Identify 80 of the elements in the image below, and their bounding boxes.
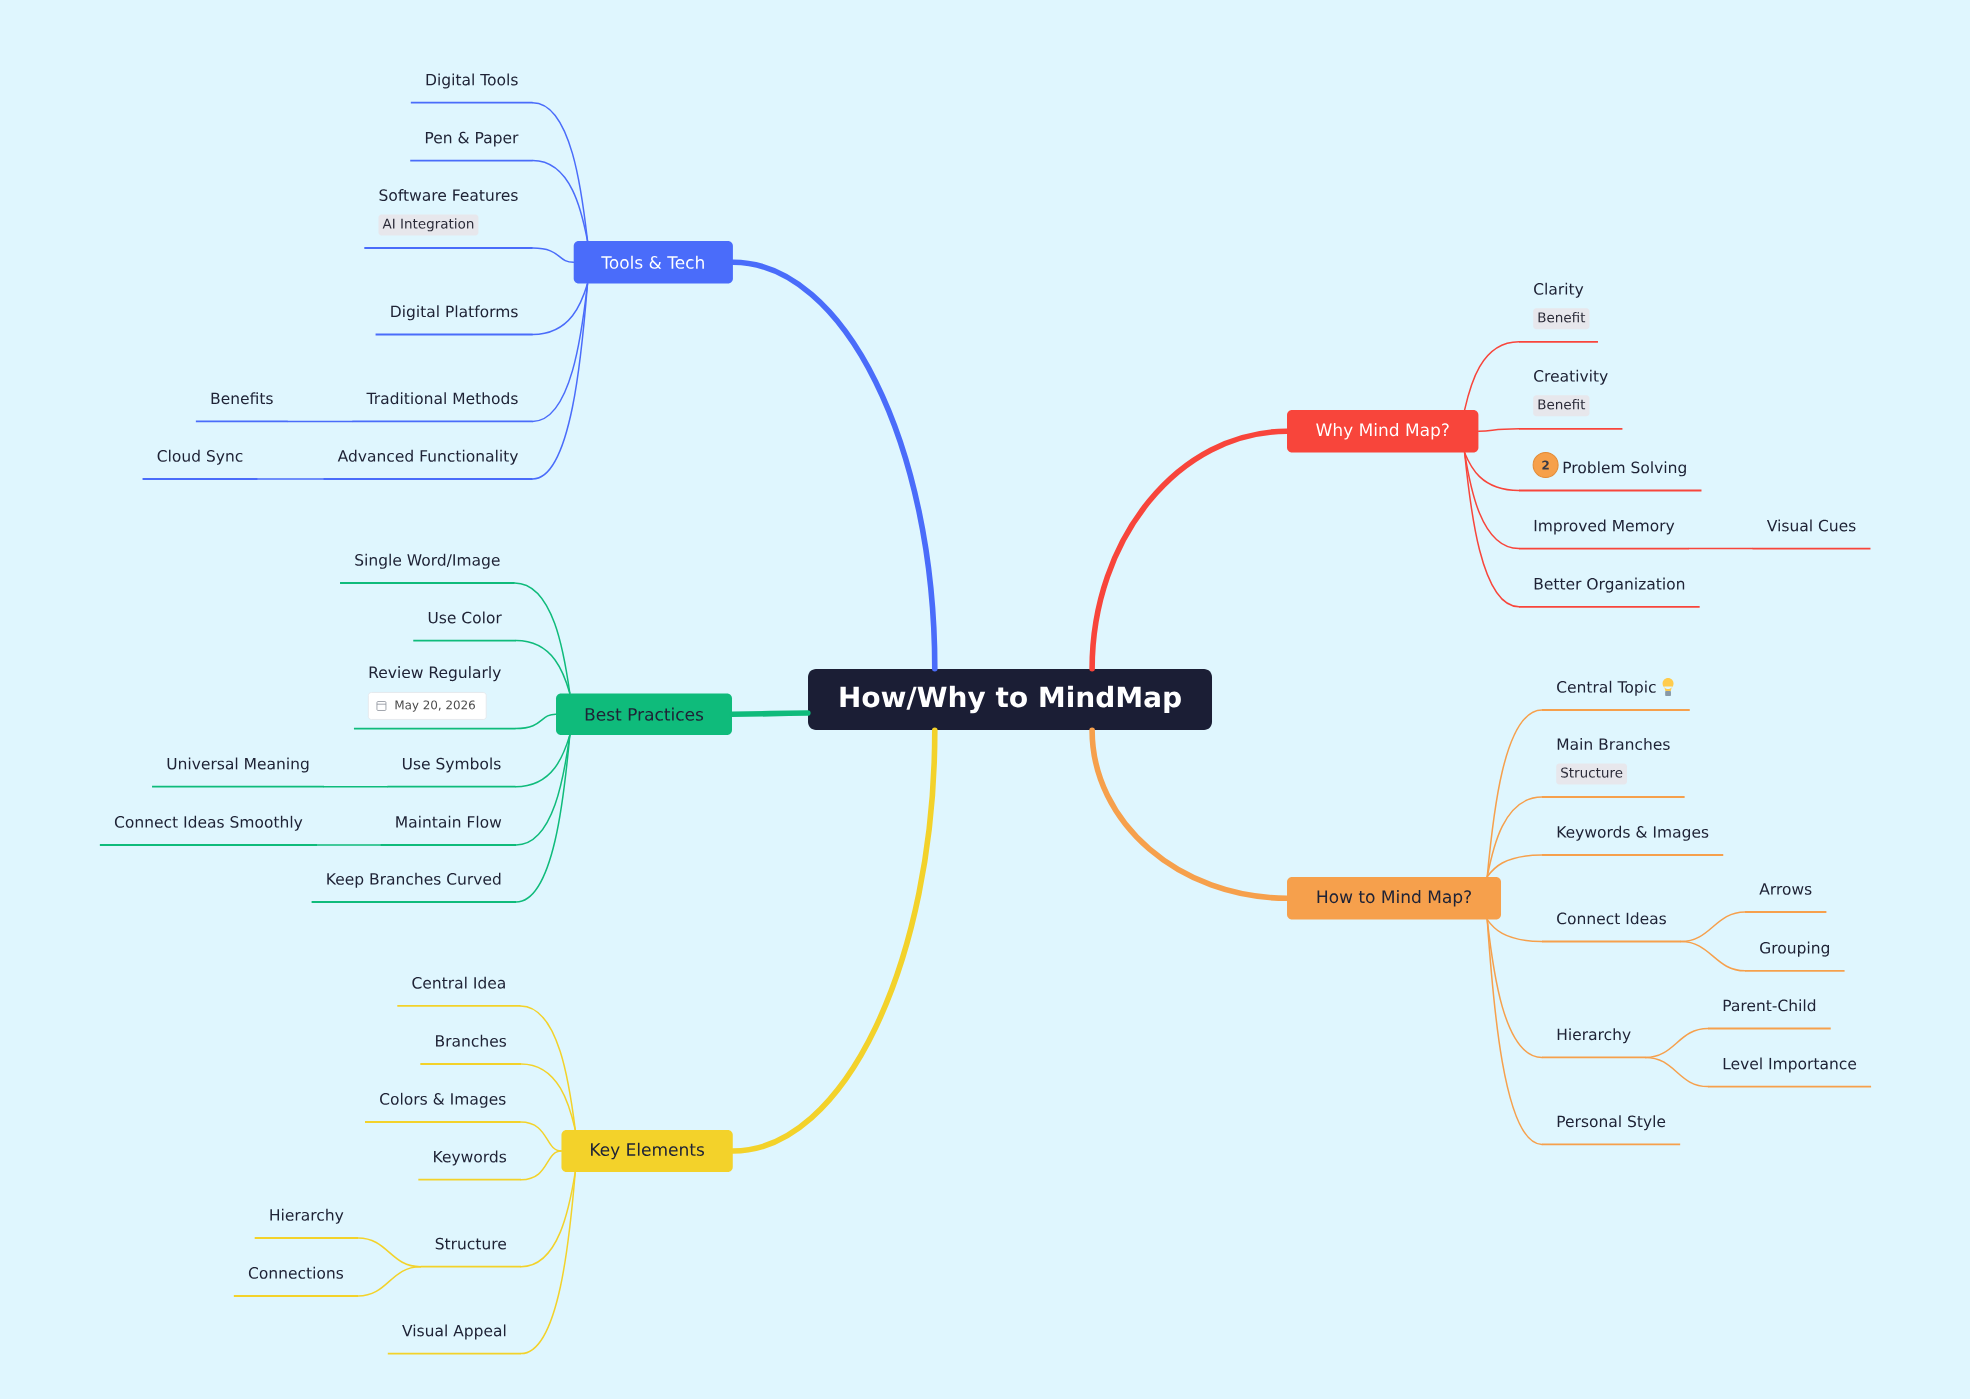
topic-label: Use Symbols [386, 757, 517, 788]
branch-box: Key Elements [561, 1130, 733, 1172]
topic-label: Keywords & Images [1541, 825, 1725, 856]
branch-line [1486, 918, 1543, 943]
topic-label: Connect Ideas [1541, 912, 1682, 943]
topic-label: Digital Platforms [374, 305, 534, 336]
topic-label: Central Idea [396, 976, 522, 1007]
branch-line [531, 283, 589, 336]
topic-label: Keep Branches Curved [310, 872, 517, 903]
branch-line [730, 259, 938, 672]
topic-label: Use Color [412, 611, 517, 642]
branch-line [515, 734, 571, 903]
branch-line [286, 420, 354, 423]
topic-label: Personal Style [1541, 1115, 1682, 1146]
branch-box: How to Mind Map? [1287, 877, 1501, 920]
branch-line [519, 1005, 576, 1131]
topic-label: Universal Meaning [151, 757, 325, 788]
branch-line [357, 1265, 422, 1297]
central-topic-box: How/Why to MindMap [808, 669, 1212, 730]
topic-label: Advanced Functionality [322, 449, 534, 480]
branch-line [1463, 452, 1520, 608]
topic-label: Central Topic [1541, 680, 1691, 711]
topic-label: Hierarchy [1541, 1028, 1647, 1059]
branch-line [520, 1171, 576, 1355]
date-chip: May 20, 2026 [367, 692, 487, 720]
branch-line [531, 159, 589, 242]
branch-line [1463, 452, 1520, 492]
tag: AI Integration [378, 214, 479, 236]
branch-line [514, 713, 557, 730]
topic-label: Visual Cues [1751, 519, 1872, 550]
topic-label: Maintain Flow [379, 815, 517, 846]
topic-label: Level Importance [1707, 1057, 1872, 1088]
branch-line [515, 639, 571, 694]
topic-label: Cloud Sync [141, 449, 259, 480]
topic-label: Keywords [417, 1150, 522, 1181]
topic-label: Better Organization [1518, 577, 1701, 608]
topic-label: Benefits [194, 392, 289, 423]
tag: Benefit [1533, 308, 1590, 330]
branch-line [1463, 341, 1520, 411]
branch-line [1486, 796, 1543, 878]
branch-line [520, 1150, 562, 1181]
topic-label: Grouping [1744, 941, 1846, 972]
topic-label: Arrows [1744, 883, 1828, 913]
branch-line [531, 283, 589, 480]
topic-label: Parent-Child [1707, 999, 1832, 1030]
branch-line [520, 1063, 576, 1131]
branch-line [1644, 1056, 1709, 1088]
topic-label: Structure [419, 1237, 522, 1268]
branch-line [1680, 940, 1746, 972]
topic-label: Hierarchy [253, 1208, 359, 1239]
topic-label: Branches [419, 1034, 522, 1065]
branch-line [1477, 428, 1520, 433]
topic-label: Pen & Paper [409, 131, 534, 162]
branch-line [256, 478, 325, 480]
branch-line [1486, 918, 1543, 1146]
branch-box: Tools & Tech [573, 241, 733, 284]
branch-line [1089, 428, 1290, 672]
topic-label: Traditional Methods [351, 392, 534, 423]
branch-line [730, 727, 938, 1154]
number-badge: 2 [1532, 452, 1559, 478]
branch-line [519, 1121, 562, 1152]
topic-label: Single Word/Image [339, 553, 516, 584]
branch-line [323, 785, 389, 788]
branch-box: Why Mind Map? [1287, 410, 1479, 453]
tag: Benefit [1533, 395, 1590, 417]
branch-line [514, 734, 571, 788]
branch-line [316, 844, 382, 846]
topic-label: Connect Ideas Smoothly [98, 815, 318, 846]
branch-box: Best Practices [556, 693, 732, 735]
branch-line [729, 710, 811, 717]
topic-label: Connections [232, 1266, 359, 1297]
topic-label: Visual Appeal [386, 1324, 522, 1355]
branch-line [1688, 547, 1754, 550]
topic-label: Colors & Images [364, 1092, 522, 1123]
branch-line [531, 283, 589, 423]
branch-line [1486, 854, 1543, 878]
topic-label: Improved Memory [1518, 519, 1690, 550]
branch-line [1089, 727, 1290, 901]
branch-line [531, 247, 575, 264]
topic-label: Digital Tools [409, 73, 534, 104]
